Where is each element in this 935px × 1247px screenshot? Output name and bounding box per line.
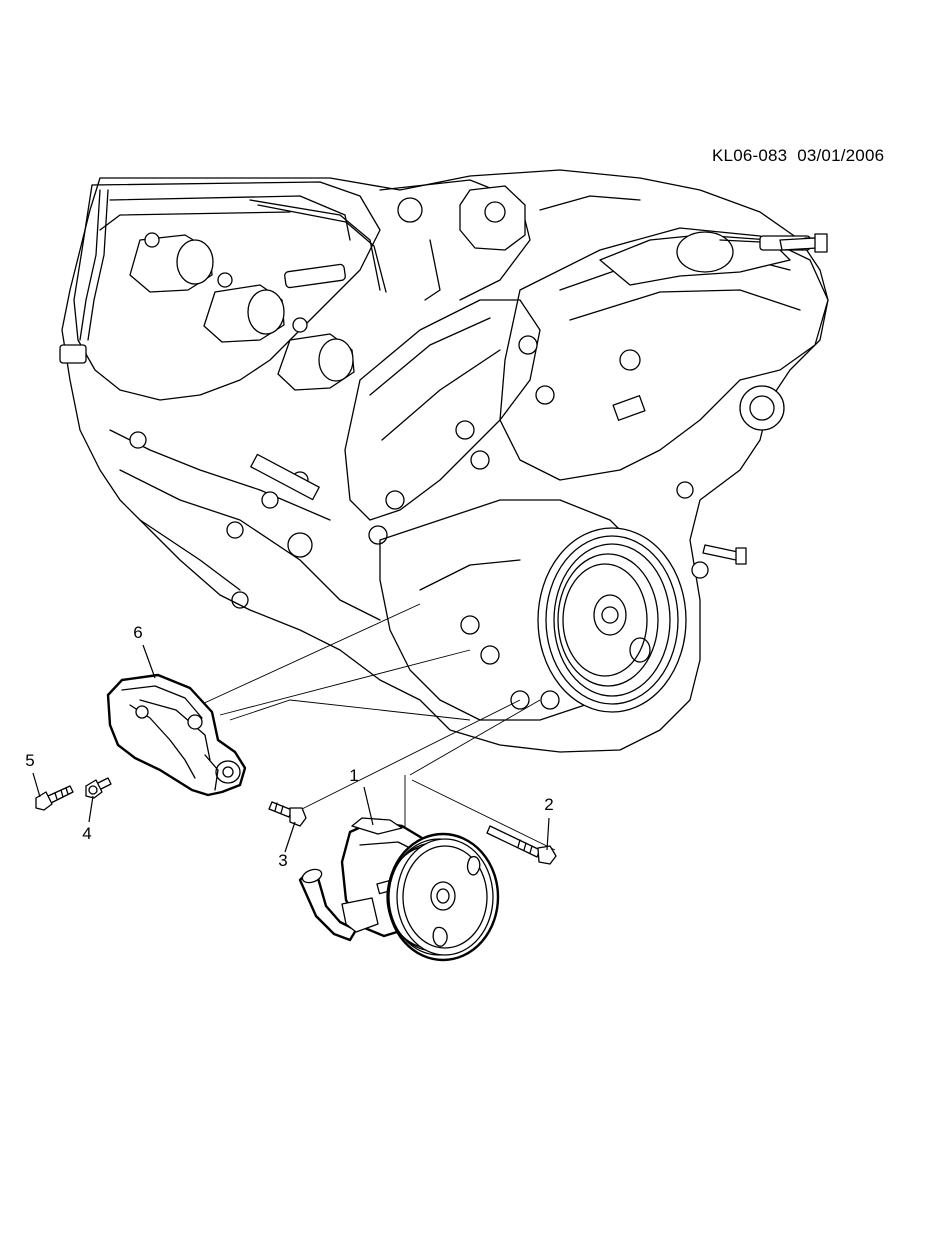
bolt-icon <box>35 785 74 811</box>
drawing-reference: KL06-083 03/01/2006 <box>712 146 884 166</box>
bolt-icon <box>779 233 828 253</box>
callout-1: 1 <box>349 766 359 785</box>
callout-4: 4 <box>82 824 92 843</box>
drawing-code: KL06-083 <box>712 146 788 165</box>
callout-6: 6 <box>133 623 143 642</box>
bolt-icon <box>268 801 307 827</box>
callout-2: 2 <box>544 795 554 814</box>
mounting-bracket-icon <box>106 673 247 797</box>
ignition-coil-icon <box>129 232 355 391</box>
engine-assembly-icon <box>59 169 829 753</box>
crankshaft-pulley-icon <box>537 527 687 713</box>
drawing-date: 03/01/2006 <box>797 146 885 165</box>
leader-lines <box>32 644 550 853</box>
callout-5: 5 <box>25 751 35 770</box>
power-steering-pump-icon <box>298 817 500 962</box>
short-bolt-icon <box>85 777 112 799</box>
callout-3: 3 <box>278 851 288 870</box>
long-bolt-icon <box>486 825 557 865</box>
bolt-icon <box>702 544 747 565</box>
